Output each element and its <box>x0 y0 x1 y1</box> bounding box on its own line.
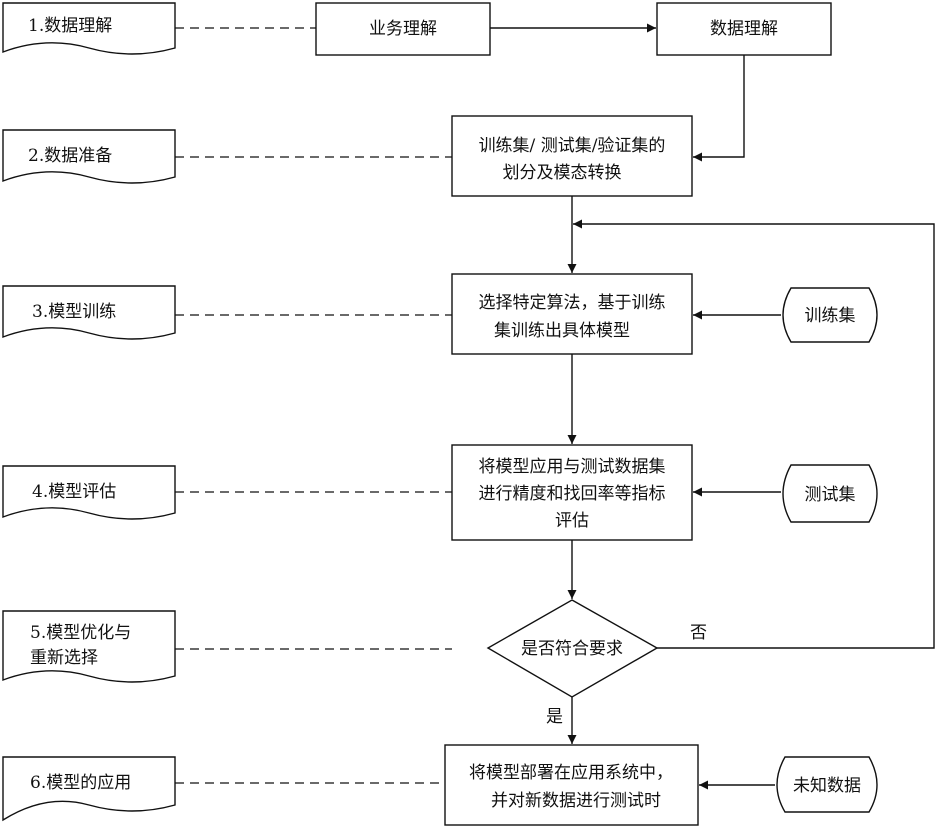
unknown-data-label: 未知数据 <box>793 776 861 796</box>
train-label-line-1: 选择特定算法，基于训练 <box>479 293 666 313</box>
unknown-data-shape <box>776 756 878 813</box>
stage-6-shape <box>2 756 176 822</box>
stage-6-label: 6.模型的应用 <box>30 773 131 793</box>
arrow-decision-no-loop <box>573 219 935 649</box>
input-shapes <box>776 287 878 813</box>
stage-1-label: 1.数据理解 <box>28 16 112 36</box>
train-label-line-2: 集训练出具体模型 <box>494 321 630 341</box>
process-texts: 业务理解 数据理解 训练集/ 测试集/验证集的 划分及模态转换 选择特定算法，基… <box>369 19 778 811</box>
evaluate-box <box>451 444 693 541</box>
stage-5-shape <box>2 610 176 683</box>
evaluate-label-line-3: 评估 <box>555 511 589 531</box>
test-set-shape <box>782 464 878 523</box>
deploy-label-line-2: 并对新数据进行测试时 <box>491 791 661 811</box>
evaluate-label-line-1: 将模型应用与测试数据集 <box>479 457 666 477</box>
stage-2-label: 2.数据准备 <box>28 146 112 166</box>
business-understanding-label: 业务理解 <box>369 19 437 39</box>
evaluate-label-line-2: 进行精度和找回率等指标 <box>479 484 666 504</box>
data-understanding-label: 数据理解 <box>710 19 778 39</box>
stage-3-shape <box>2 285 176 340</box>
stage-2-shape <box>2 129 176 184</box>
stage-texts: 1.数据理解 2.数据准备 3.模型训练 4.模型评估 5.模型优化与 重新选择… <box>28 16 131 793</box>
data-understanding-box <box>656 2 832 56</box>
decision-label: 是否符合要求 <box>521 639 623 659</box>
deploy-box <box>444 744 699 826</box>
test-set-label: 测试集 <box>805 485 856 505</box>
stage-4-shape <box>2 465 176 520</box>
input-texts: 训练集 测试集 未知数据 <box>793 306 861 796</box>
split-label-line-2: 划分及模态转换 <box>503 163 622 183</box>
edge-label-yes: 是 <box>546 707 563 727</box>
process-boxes <box>315 2 832 826</box>
stage-labels <box>2 2 176 822</box>
stage-4-label: 4.模型评估 <box>32 482 116 502</box>
edge-labels: 否 是 <box>546 623 707 727</box>
stage-5-label-line-2: 重新选择 <box>30 648 98 668</box>
business-understanding-box <box>315 2 491 56</box>
stage-5-label-line-1: 5.模型优化与 <box>30 623 131 643</box>
split-label-line-1: 训练集/ 测试集/验证集的 <box>479 136 666 156</box>
train-set-shape <box>782 287 878 343</box>
stage-1-shape <box>2 2 176 55</box>
deploy-label-line-1: 将模型部署在应用系统中， <box>469 763 673 783</box>
edge-label-no: 否 <box>690 623 707 643</box>
split-box <box>451 115 693 197</box>
flow-arrows <box>490 23 935 790</box>
train-set-label: 训练集 <box>805 306 856 326</box>
train-box <box>451 273 693 355</box>
stage-3-label: 3.模型训练 <box>32 302 116 322</box>
stage-connectors <box>175 27 452 784</box>
arrow-data-to-split <box>693 55 745 162</box>
